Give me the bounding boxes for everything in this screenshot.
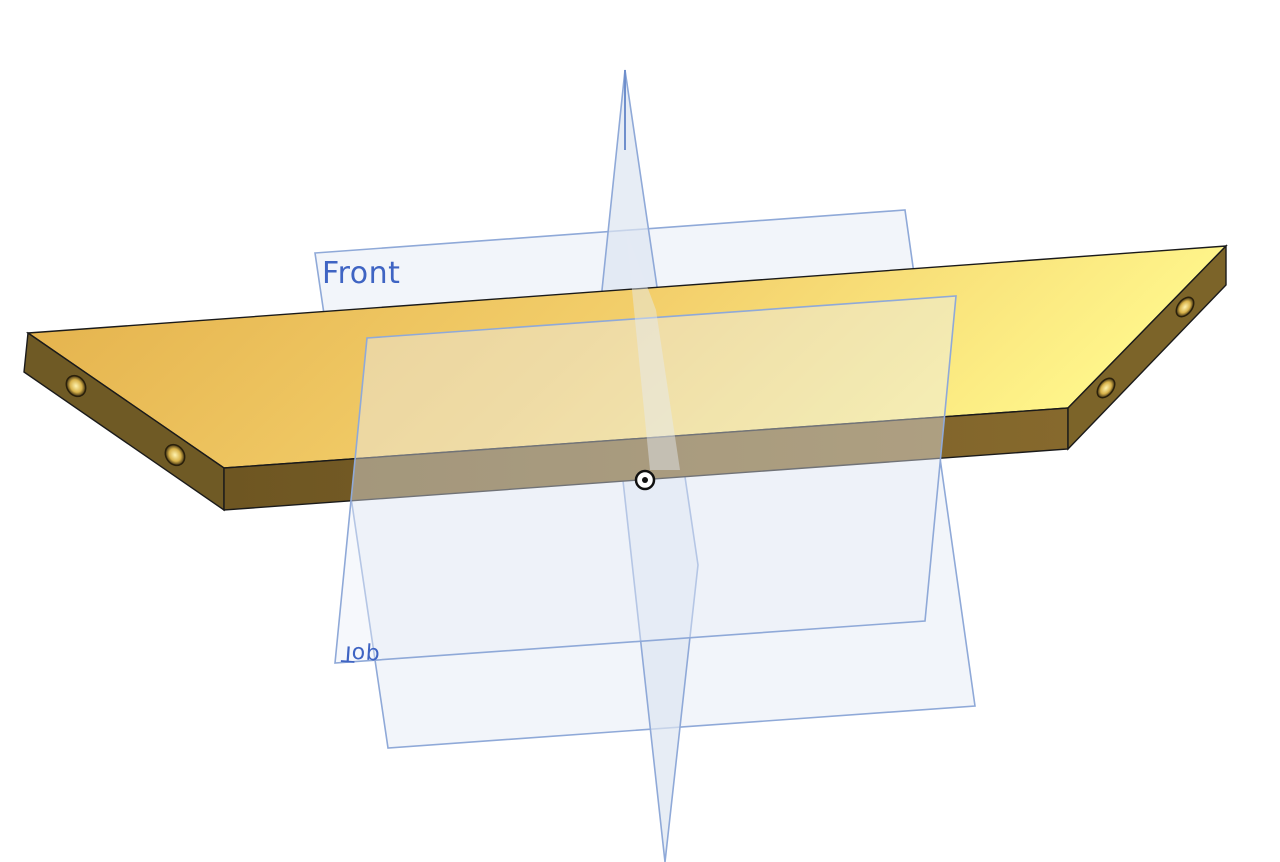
hole-icon[interactable] [62, 372, 89, 400]
hole-icon[interactable] [1173, 294, 1198, 320]
right-plane-overlay [626, 230, 680, 470]
origin-point-icon[interactable] [634, 469, 656, 491]
front-plane-label: Front [322, 256, 400, 291]
top-plane-label: Top [340, 640, 381, 668]
hole-icon[interactable] [161, 441, 188, 469]
plate-part[interactable] [23, 244, 1228, 512]
hole-icon[interactable] [1094, 375, 1119, 401]
plate-right-face[interactable] [1067, 244, 1227, 451]
